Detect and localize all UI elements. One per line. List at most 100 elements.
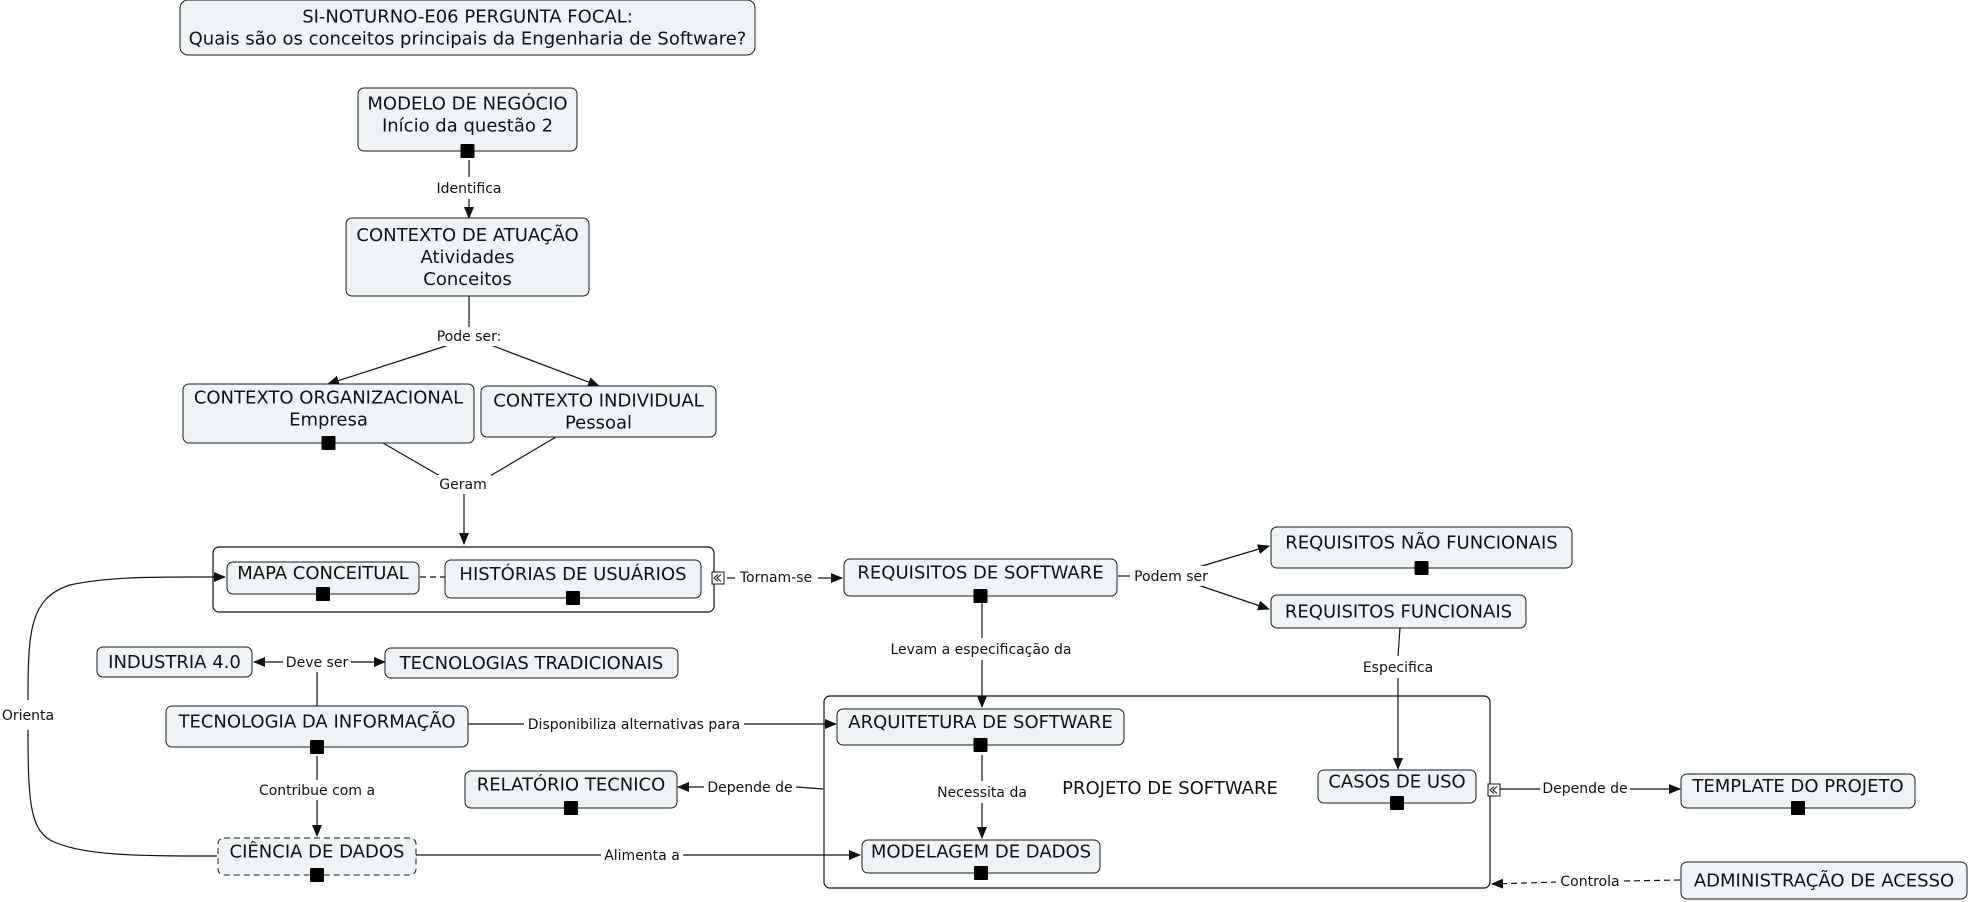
link-label: Pode ser: bbox=[437, 329, 502, 345]
link-disponibiliza: Disponibiliza alternativas para bbox=[524, 714, 744, 734]
resource-icon[interactable] bbox=[974, 866, 988, 880]
resource-icon[interactable] bbox=[316, 587, 330, 601]
link-deve-ser: Deve ser bbox=[283, 652, 351, 672]
edge-geram-ind bbox=[489, 436, 557, 477]
link-label: Deve ser bbox=[286, 655, 349, 671]
concept-historias[interactable]: HISTÓRIAS DE USUÁRIOS bbox=[444, 559, 702, 605]
concept-label: TECNOLOGIA DA INFORMAÇÃO bbox=[177, 711, 455, 733]
edge-podem-ser-nf bbox=[1191, 544, 1270, 570]
resource-icon[interactable] bbox=[564, 801, 578, 815]
concept-focal[interactable]: SI-NOTURNO-E06 PERGUNTA FOCAL:Quais são … bbox=[179, 0, 756, 56]
edge-pode-ser-org bbox=[327, 343, 453, 386]
resource-icon[interactable] bbox=[321, 436, 336, 450]
concept-label: Empresa bbox=[289, 410, 368, 431]
concept-label: ADMINISTRAÇÃO DE ACESSO bbox=[1694, 870, 1954, 892]
concept-box bbox=[1270, 594, 1527, 629]
concept-modelagem[interactable]: MODELAGEM DE DADOS bbox=[861, 839, 1101, 880]
concept-req-nao-func[interactable]: REQUISITOS NÃO FUNCIONAIS bbox=[1270, 526, 1573, 575]
collapse-toggle-historias[interactable] bbox=[711, 571, 725, 585]
concept-label: RELATÓRIO TECNICO bbox=[477, 774, 666, 796]
resource-icon[interactable] bbox=[973, 589, 988, 603]
edge-controla-in bbox=[1622, 879, 1681, 882]
concept-box bbox=[480, 385, 717, 438]
concept-label: Atividades bbox=[420, 247, 514, 268]
resource-icon[interactable] bbox=[973, 738, 988, 752]
concept-label: SI-NOTURNO-E06 PERGUNTA FOCAL: bbox=[302, 7, 633, 28]
collapse-toggle-projeto[interactable] bbox=[1487, 783, 1501, 797]
concept-label: REQUISITOS DE SOFTWARE bbox=[857, 563, 1103, 584]
concept-box bbox=[1680, 861, 1968, 900]
concept-label: MAPA CONCEITUAL bbox=[237, 563, 409, 584]
concept-label: CIÊNCIA DE DADOS bbox=[230, 841, 405, 863]
resource-icon[interactable] bbox=[460, 144, 475, 158]
concept-label: MODELO DE NEGÓCIO bbox=[367, 93, 567, 115]
concept-label: Conceitos bbox=[423, 269, 511, 290]
link-label: Depende de bbox=[1542, 781, 1627, 797]
edges bbox=[27, 160, 1681, 889]
resource-icon[interactable] bbox=[1390, 796, 1404, 810]
resource-icon[interactable] bbox=[310, 740, 324, 754]
concept-req-func[interactable]: REQUISITOS FUNCIONAIS bbox=[1270, 594, 1527, 629]
project-group-title: PROJETO DE SOFTWARE bbox=[1062, 778, 1278, 799]
link-label: Tornam-se bbox=[739, 570, 812, 586]
link-tornam-se: Tornam-se bbox=[735, 568, 818, 588]
link-depende-template: Depende de bbox=[1540, 778, 1630, 798]
link-label: Orienta bbox=[2, 708, 54, 724]
concept-arquitetura[interactable]: ARQUITETURA DE SOFTWARE bbox=[836, 708, 1125, 752]
concept-label: CASOS DE USO bbox=[1328, 772, 1465, 793]
concept-admin-acesso[interactable]: ADMINISTRAÇÃO DE ACESSO bbox=[1680, 861, 1968, 900]
resource-icon[interactable] bbox=[1791, 801, 1805, 815]
concept-casos-uso[interactable]: CASOS DE USO bbox=[1317, 769, 1477, 810]
link-geram: Geram bbox=[435, 475, 491, 494]
resource-icon[interactable] bbox=[566, 591, 580, 605]
concept-label: HISTÓRIAS DE USUÁRIOS bbox=[459, 563, 686, 585]
concept-nodes: SI-NOTURNO-E06 PERGUNTA FOCAL:Quais são … bbox=[96, 0, 1968, 900]
link-label: Especifica bbox=[1363, 660, 1433, 676]
concept-label: ARQUITETURA DE SOFTWARE bbox=[848, 712, 1112, 733]
link-label: Alimenta a bbox=[604, 848, 680, 864]
link-identifica: Identifica bbox=[432, 178, 506, 198]
concept-relatorio[interactable]: RELATÓRIO TECNICO bbox=[464, 770, 678, 815]
link-especifica: Especifica bbox=[1358, 656, 1438, 678]
concept-label: INDUSTRIA 4.0 bbox=[108, 652, 241, 673]
concept-box bbox=[96, 646, 253, 678]
concept-label: Pessoal bbox=[565, 413, 632, 434]
concept-tec-trad[interactable]: TECNOLOGIAS TRADICIONAIS bbox=[384, 647, 679, 679]
concept-ciencia-dados[interactable]: CIÊNCIA DE DADOS bbox=[217, 837, 417, 882]
link-contribue: Contribue com a bbox=[252, 780, 382, 800]
concept-label: Quais são os conceitos principais da Eng… bbox=[189, 29, 747, 50]
resource-icon[interactable] bbox=[1414, 561, 1429, 575]
concept-label: Início da questão 2 bbox=[382, 116, 553, 137]
link-orienta: Orienta bbox=[0, 704, 56, 726]
link-pode-ser: Pode ser: bbox=[433, 327, 505, 346]
link-label: Depende de bbox=[707, 780, 792, 796]
concept-box bbox=[179, 0, 756, 56]
link-label: Identifica bbox=[437, 181, 502, 197]
edge-pode-ser-ind bbox=[487, 343, 600, 387]
link-label: Necessita da bbox=[937, 785, 1027, 801]
linking-phrases: Identifica Pode ser: Geram Tornam-se Pod… bbox=[0, 178, 1630, 891]
concept-industria[interactable]: INDUSTRIA 4.0 bbox=[96, 646, 253, 678]
concept-box bbox=[384, 647, 679, 679]
link-depende-relatorio: Depende de bbox=[704, 777, 796, 797]
resource-icon[interactable] bbox=[310, 868, 324, 882]
concept-requisitos-sw[interactable]: REQUISITOS DE SOFTWARE bbox=[843, 558, 1118, 603]
concept-template[interactable]: TEMPLATE DO PROJETO bbox=[1680, 773, 1916, 815]
concept-label: TEMPLATE DO PROJETO bbox=[1691, 776, 1903, 797]
concept-label: CONTEXTO INDIVIDUAL bbox=[493, 391, 703, 412]
concept-label: CONTEXTO ORGANIZACIONAL bbox=[194, 388, 463, 409]
concept-box bbox=[345, 217, 590, 297]
link-alimenta: Alimenta a bbox=[601, 845, 683, 865]
edge-podem-ser-f bbox=[1191, 582, 1270, 611]
link-podem-ser: Podem ser bbox=[1130, 566, 1212, 586]
concept-tec-info[interactable]: TECNOLOGIA DA INFORMAÇÃO bbox=[165, 705, 469, 754]
edge-orienta-out bbox=[27, 571, 226, 701]
edge-controla-out bbox=[1491, 878, 1558, 889]
concept-label: REQUISITOS FUNCIONAIS bbox=[1285, 602, 1512, 623]
concept-mapa-conceitual[interactable]: MAPA CONCEITUAL bbox=[226, 561, 420, 601]
